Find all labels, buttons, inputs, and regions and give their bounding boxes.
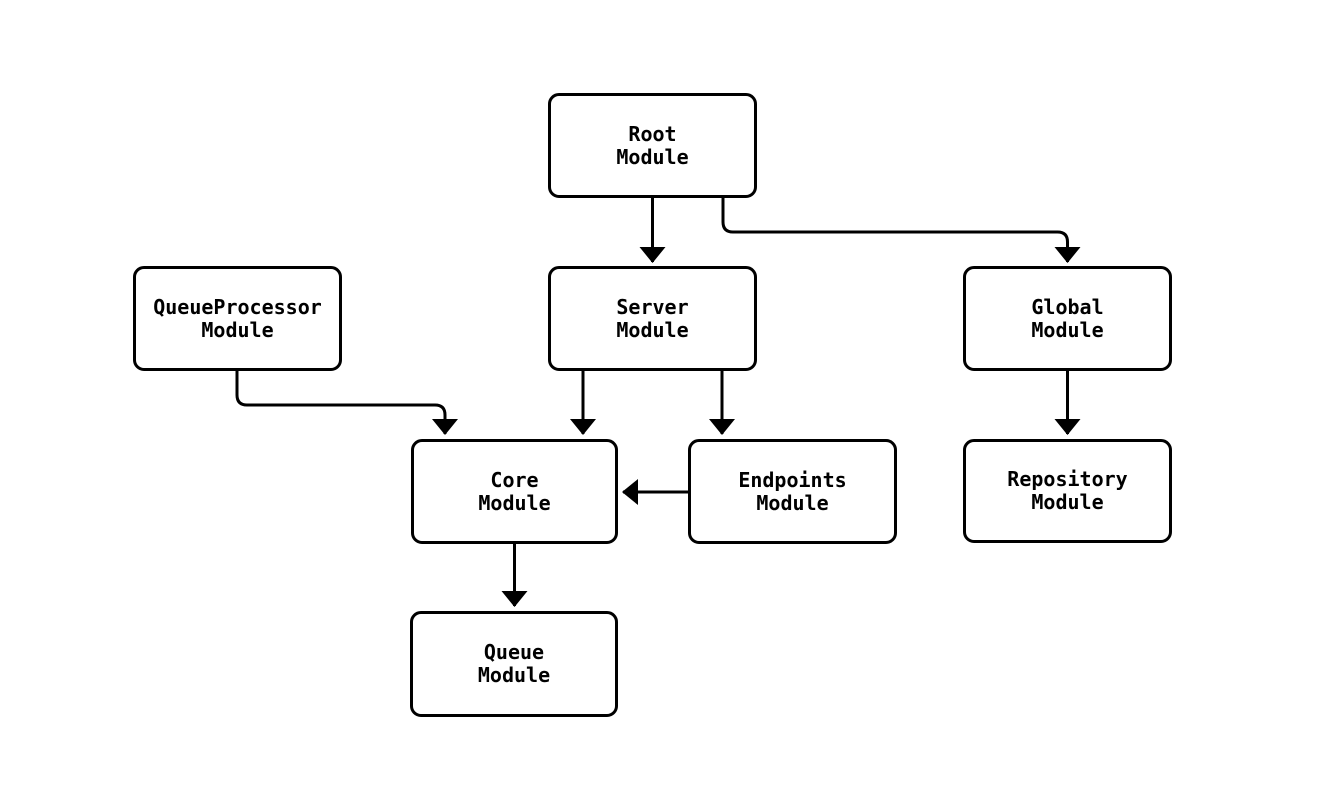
edge-queueprocessor-to-core [235, 371, 458, 435]
node-repository-module: Repository Module [963, 439, 1172, 543]
node-endpoints-module: Endpoints Module [688, 439, 897, 544]
node-core-module: Core Module [411, 439, 618, 544]
node-global-module: Global Module [963, 266, 1172, 371]
edge-root-to-global [721, 198, 1081, 263]
node-queue-module: Queue Module [410, 611, 618, 717]
node-queueprocessor-module: QueueProcessor Module [133, 266, 342, 371]
node-server-module: Server Module [548, 266, 757, 371]
node-root-module: Root Module [548, 93, 757, 198]
